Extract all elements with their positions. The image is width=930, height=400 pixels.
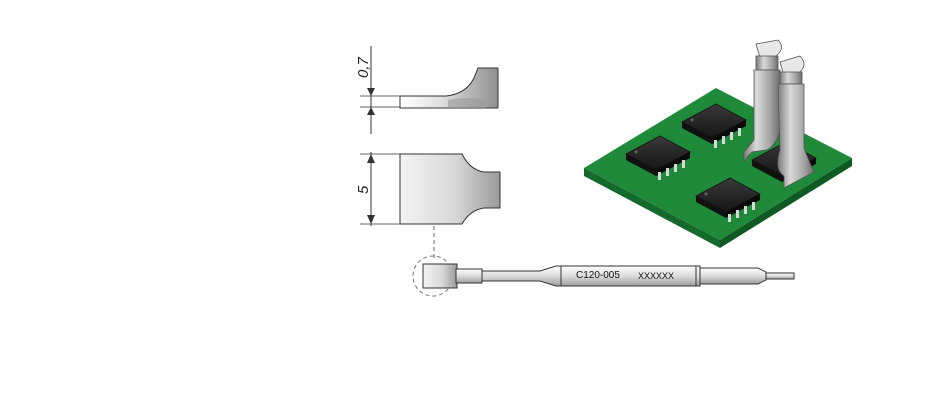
arrow-up-icon bbox=[367, 107, 375, 115]
tip-top-view: 5 bbox=[355, 152, 501, 258]
chip-2 bbox=[681, 103, 747, 148]
thickness-label: 0,7 bbox=[355, 56, 372, 78]
cartridge-rear bbox=[699, 267, 767, 285]
pcb-board-edge-right bbox=[720, 158, 852, 248]
tip-blade-shade bbox=[448, 98, 486, 108]
arrow-down-icon bbox=[367, 88, 375, 96]
cartridge-tip bbox=[422, 263, 458, 289]
tip-blade-top bbox=[399, 153, 501, 225]
tip-blade-side bbox=[399, 67, 499, 109]
cartridge-neck bbox=[455, 268, 483, 284]
cartridge-model: C120-005 bbox=[576, 270, 620, 281]
tip-side-view: 0,7 bbox=[355, 46, 499, 134]
soldering-tip-right bbox=[777, 55, 815, 189]
arrow-down-icon bbox=[367, 215, 375, 224]
chip-1 bbox=[625, 135, 691, 180]
chip-3 bbox=[695, 177, 761, 222]
cartridge-pin bbox=[765, 272, 795, 280]
width-label: 5 bbox=[355, 185, 372, 194]
pcb-illustration bbox=[584, 39, 852, 248]
pcb-board-edge-left bbox=[584, 168, 720, 248]
cartridge-body bbox=[481, 265, 701, 287]
cartridge-code: XXXXXX bbox=[638, 271, 674, 281]
cartridge-drawing: C120-005 XXXXXX bbox=[412, 255, 795, 297]
arrow-up-icon bbox=[367, 154, 375, 163]
